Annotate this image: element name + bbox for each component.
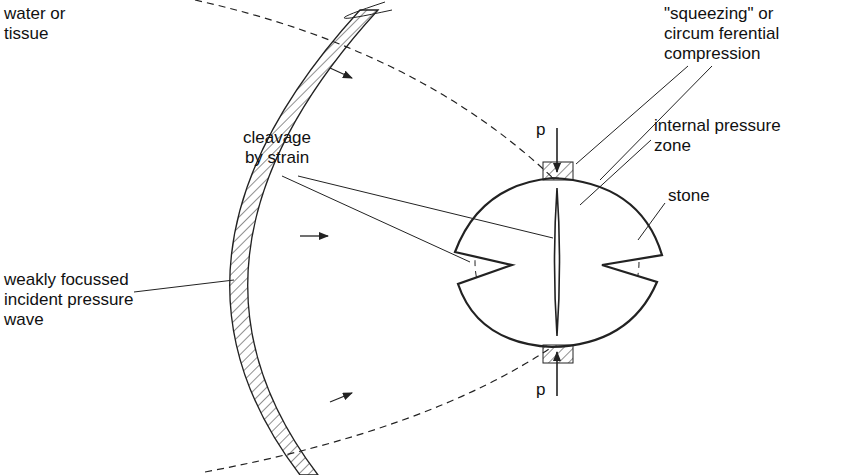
central-crack bbox=[555, 188, 560, 336]
leader-line bbox=[282, 176, 470, 262]
pressure-symbol: p bbox=[536, 120, 552, 140]
leader-line bbox=[134, 280, 234, 292]
zone-label: internal pressure zone bbox=[654, 116, 796, 156]
wave-label: weakly focussed incident pressure wave bbox=[4, 270, 142, 330]
focus-ray bbox=[195, 0, 555, 180]
pressure-wave-band bbox=[230, 10, 378, 475]
ray-arrow bbox=[330, 393, 352, 402]
wave-front-line bbox=[344, 2, 392, 18]
cleavage-label: cleavage by strain bbox=[232, 128, 322, 168]
pressure-arrow bbox=[556, 128, 558, 172]
compression-pad bbox=[543, 162, 573, 180]
compression-label: "squeezing" or circum ferential compress… bbox=[664, 4, 792, 64]
pressure-symbol: p bbox=[536, 380, 552, 400]
pressure-arrow bbox=[556, 352, 558, 396]
ray-arrow bbox=[330, 68, 352, 78]
compression-pad bbox=[543, 345, 573, 363]
leader-line bbox=[580, 140, 651, 205]
leader-line bbox=[638, 203, 665, 240]
stone-label: stone bbox=[668, 186, 748, 206]
stone-outline bbox=[455, 178, 662, 347]
focus-ray bbox=[205, 345, 555, 472]
propagation-arrow bbox=[300, 235, 328, 236]
medium-label: water or tissue bbox=[4, 4, 99, 44]
leader-line bbox=[298, 176, 553, 238]
